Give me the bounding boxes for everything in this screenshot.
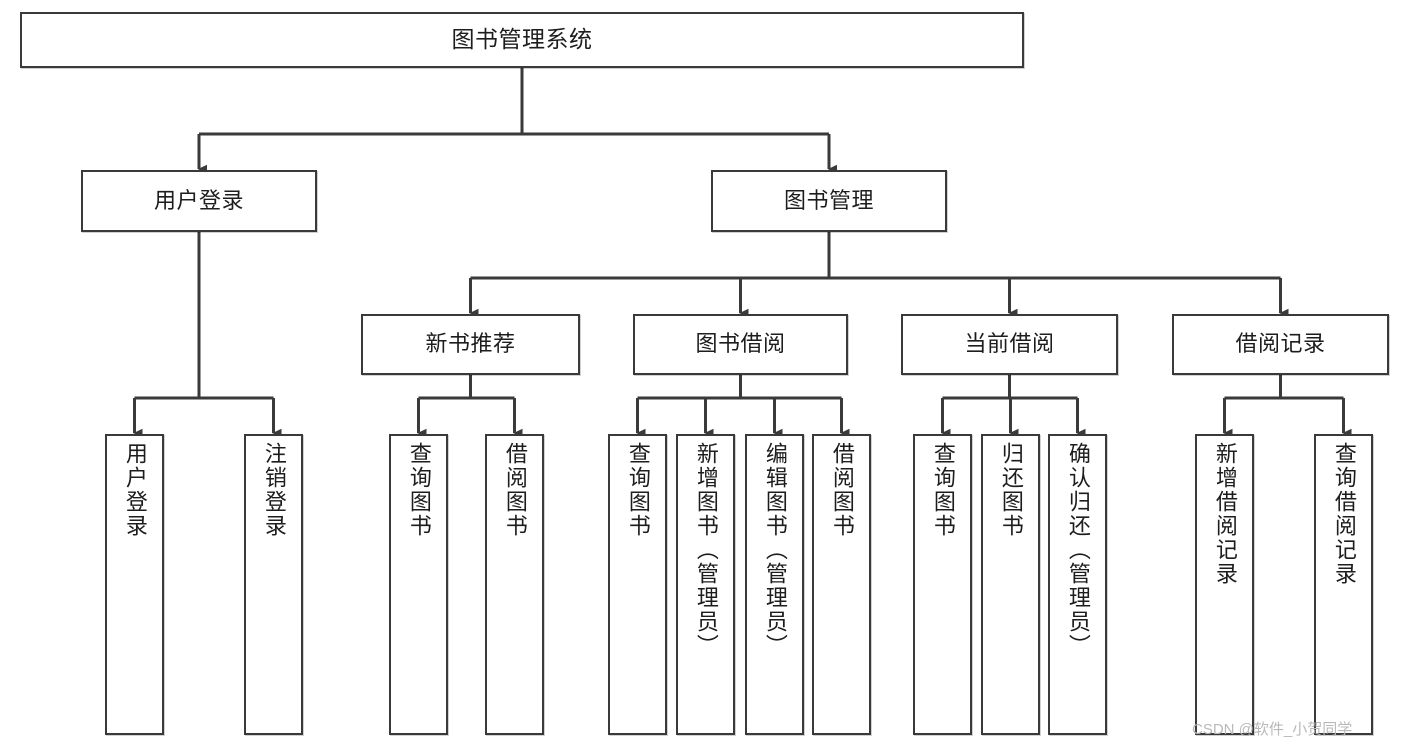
node-label: 新增图书（管理员） [693,442,719,658]
node-current-borrow[interactable]: 当前借阅 [901,314,1118,375]
node-label: 新书推荐 [425,331,516,357]
node-leaf-add-book[interactable]: 新增图书（管理员） [676,434,735,735]
node-leaf-logout[interactable]: 注销登录 [244,434,303,735]
node-leaf-borrow-book-2[interactable]: 借阅图书 [812,434,871,735]
node-book-borrow[interactable]: 图书借阅 [633,314,848,375]
node-label: 借阅图书 [502,442,528,538]
node-leaf-user-login[interactable]: 用户登录 [105,434,164,735]
node-label: 确认归还（管理员） [1065,442,1091,658]
node-root[interactable]: 图书管理系统 [20,12,1024,68]
node-label: 图书管理系统 [451,26,593,53]
node-leaf-edit-book[interactable]: 编辑图书（管理员） [745,434,804,735]
node-leaf-query-book-2[interactable]: 查询图书 [608,434,667,735]
node-label: 图书借阅 [695,331,786,357]
node-leaf-borrow-book-1[interactable]: 借阅图书 [485,434,544,735]
node-new-book-rec[interactable]: 新书推荐 [361,314,580,375]
node-label: 编辑图书（管理员） [762,442,788,658]
node-label: 归还图书 [998,442,1024,538]
node-label: 查询借阅记录 [1331,442,1357,586]
node-leaf-query-book-1[interactable]: 查询图书 [389,434,448,735]
node-borrow-record[interactable]: 借阅记录 [1172,314,1389,375]
node-label: 当前借阅 [964,331,1055,357]
node-leaf-return-book[interactable]: 归还图书 [981,434,1040,735]
watermark: CSDN @软件_小贺同学 [1192,721,1353,738]
node-label: 借阅图书 [829,442,855,538]
node-leaf-add-record[interactable]: 新增借阅记录 [1195,434,1254,735]
node-label: 用户登录 [122,442,148,538]
edge-group [133,68,1352,438]
node-label: 查询图书 [406,442,432,538]
node-book-manage[interactable]: 图书管理 [711,170,947,232]
node-user-login[interactable]: 用户登录 [81,170,317,232]
node-label: 用户登录 [153,187,244,213]
node-label: 图书管理 [783,187,874,213]
node-label: 借阅记录 [1235,331,1326,357]
node-leaf-query-book-3[interactable]: 查询图书 [913,434,972,735]
node-label: 注销登录 [261,442,287,538]
node-label: 查询图书 [930,442,956,538]
node-leaf-confirm-return[interactable]: 确认归还（管理员） [1048,434,1107,735]
node-leaf-query-record[interactable]: 查询借阅记录 [1314,434,1373,735]
node-label: 新增借阅记录 [1212,442,1238,586]
node-label: 查询图书 [625,442,651,538]
